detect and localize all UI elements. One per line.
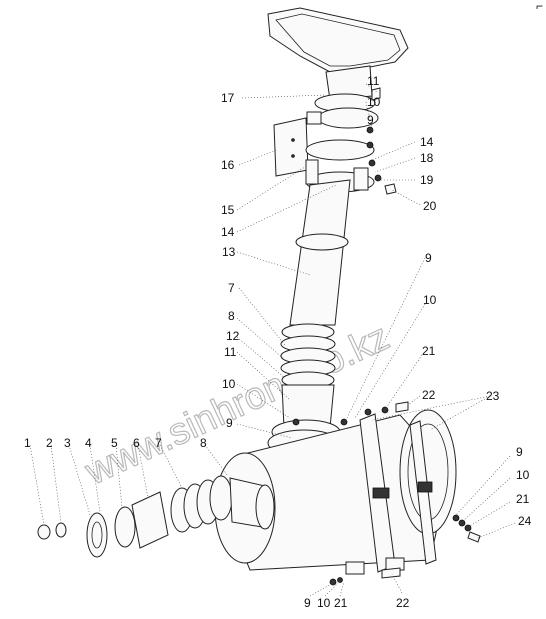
callout-7-upper: 7 [228, 281, 235, 295]
callout-7-lower: 7 [155, 436, 162, 450]
callout-1: 1 [24, 436, 31, 450]
callout-14-right: 14 [420, 135, 434, 149]
callout-10-bottom: 10 [317, 596, 331, 610]
corner-mark: ⌐ [536, 0, 543, 13]
leader-lines [29, 83, 516, 597]
callout-3: 3 [64, 436, 71, 450]
callout-23: 23 [486, 389, 500, 403]
callout-8-upper: 8 [228, 309, 235, 323]
callout-4: 4 [85, 436, 92, 450]
mount-hardware [329, 401, 481, 586]
callout-17: 17 [221, 91, 235, 105]
callout-8-lower: 8 [200, 436, 207, 450]
intake-cap [267, 7, 409, 101]
callout-labels: 1 2 3 4 5 6 7 8 7 8 12 11 10 9 13 14 15 … [24, 74, 532, 610]
callout-15: 15 [221, 203, 235, 217]
callout-21-right: 21 [422, 344, 436, 358]
callout-11-mid: 11 [224, 345, 237, 359]
callout-9-right: 9 [425, 251, 432, 265]
callout-10-right: 10 [423, 293, 437, 307]
callout-11-top: 11 [367, 74, 380, 88]
callout-12: 12 [226, 329, 240, 343]
callout-22-right: 22 [422, 388, 436, 402]
callout-10-far-right: 10 [516, 468, 530, 482]
callout-10-top: 10 [367, 95, 381, 109]
callout-2: 2 [46, 436, 53, 450]
callout-24: 24 [518, 514, 532, 528]
callout-22-bottom: 22 [396, 596, 410, 610]
callout-14-left: 14 [221, 225, 235, 239]
callout-20: 20 [423, 199, 437, 213]
callout-16: 16 [221, 158, 235, 172]
intake-pipe [289, 179, 351, 326]
callout-6: 6 [133, 436, 140, 450]
callout-9-bottom: 9 [304, 596, 311, 610]
upper-clamp-assembly [273, 87, 397, 195]
callout-19: 19 [420, 173, 434, 187]
callout-18: 18 [420, 151, 434, 165]
callout-9-mid: 9 [226, 416, 233, 430]
air-filter-housing [214, 408, 457, 575]
callout-5: 5 [111, 436, 118, 450]
callout-9-top: 9 [367, 113, 374, 127]
callout-10-mid: 10 [222, 377, 236, 391]
callout-9-far-right: 9 [516, 445, 523, 459]
callout-21-bottom: 21 [334, 596, 348, 610]
callout-13: 13 [222, 245, 236, 259]
outlet-pipe-assembly [37, 475, 275, 558]
callout-21-far-right: 21 [516, 492, 530, 506]
